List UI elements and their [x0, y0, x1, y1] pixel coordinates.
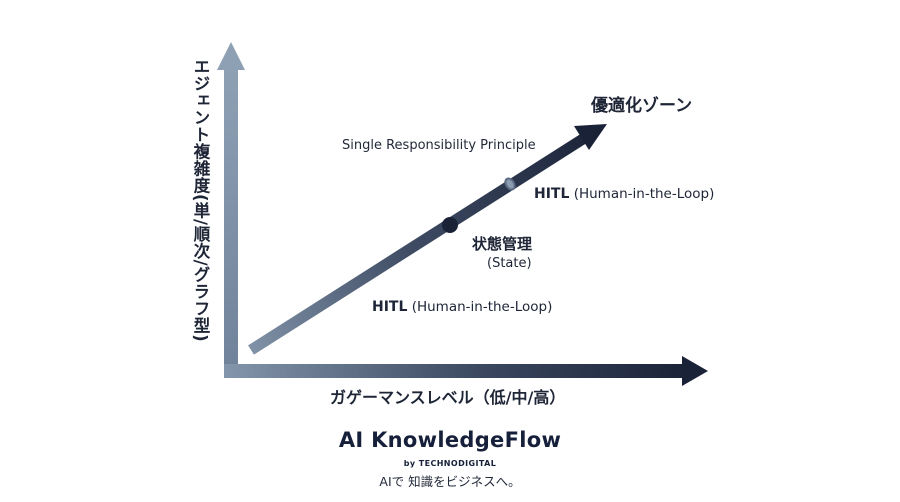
hitl-top-label: HITL (Human-in-the-Loop) [534, 186, 714, 202]
x-axis-label: ガゲーマンスレベル（低/中/高） [330, 388, 566, 407]
hitl-top-abbr: HITL [534, 186, 570, 202]
state-subtitle: (State) [487, 256, 532, 271]
brand-tagline: AIで 知識をビジネスへ。 [379, 474, 521, 489]
y-axis-label: エジェント複雑度(単/順次/グラフ型) [191, 58, 210, 343]
optimization-arrow [248, 124, 607, 355]
brand-company: by TECHNODIGITAL [403, 459, 497, 468]
y-axis [217, 42, 245, 376]
hitl-bottom-expansion: (Human-in-the-Loop) [407, 299, 553, 315]
hitl-top-expansion: (Human-in-the-Loop) [569, 186, 715, 202]
hitl-connector-marker [504, 177, 516, 191]
hitl-bottom-abbr: HITL [372, 299, 408, 315]
x-axis-arrowhead [682, 356, 708, 386]
state-title: 状態管理 [472, 235, 533, 253]
srp-label: Single Responsibility Principle [342, 138, 536, 153]
optimization-zone-label: 優適化ゾーン [591, 96, 693, 116]
x-axis [224, 356, 708, 386]
y-axis-arrowhead [217, 42, 245, 70]
optimization-arrowhead [574, 124, 607, 150]
state-node [442, 217, 458, 233]
hitl-bottom-label: HITL (Human-in-the-Loop) [372, 299, 552, 315]
brand-title: AI KnowledgeFlow [338, 428, 562, 452]
